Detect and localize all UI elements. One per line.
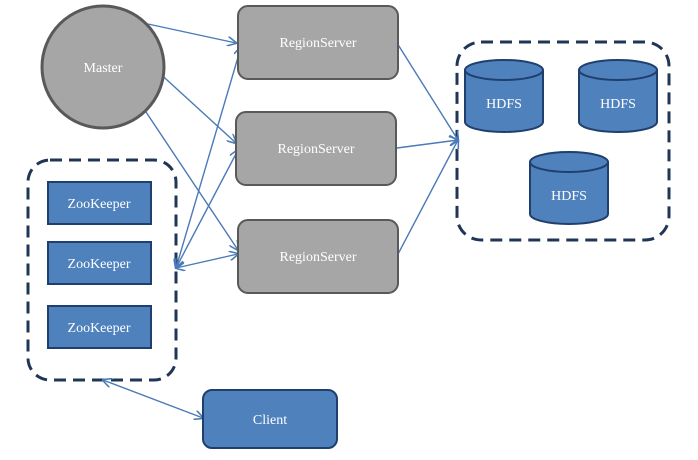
zookeeper-label: ZooKeeper [68, 321, 131, 336]
hdfs-label: HDFS [600, 97, 636, 112]
region-server-label: RegionServer [278, 142, 355, 157]
master-node: Master [40, 4, 166, 130]
arrow-zk-rs2 [176, 150, 238, 268]
zookeeper-node: ZooKeeper [47, 181, 152, 225]
client-label: Client [253, 413, 287, 428]
hdfs-label: HDFS [551, 189, 587, 204]
arrow-rs3-hdfs [396, 140, 458, 257]
region-server-node: RegionServer [235, 111, 397, 186]
arrow-master-rs1 [147, 23, 236, 43]
connectors [103, 23, 458, 418]
master-label: Master [84, 61, 123, 76]
client-node: Client [202, 389, 338, 449]
hdfs-cylinder: HDFS [529, 151, 609, 225]
hdfs-cylinder: HDFS [464, 59, 544, 133]
arrow-rs2-hdfs [396, 140, 458, 149]
region-server-label: RegionServer [280, 36, 357, 51]
zookeeper-node: ZooKeeper [47, 305, 152, 349]
hdfs-cylinder: HDFS [578, 59, 658, 133]
region-server-node: RegionServer [237, 219, 399, 294]
hdfs-label: HDFS [486, 97, 522, 112]
zookeeper-node: ZooKeeper [47, 241, 152, 285]
arrow-rs1-hdfs [396, 42, 458, 140]
zookeeper-label: ZooKeeper [68, 197, 131, 212]
zookeeper-label: ZooKeeper [68, 257, 131, 272]
region-server-label: RegionServer [280, 250, 357, 265]
arrow-zk-rs3 [176, 254, 238, 268]
region-server-node: RegionServer [237, 5, 399, 80]
arrow-zk-rs1 [176, 47, 241, 268]
arrow-client-zk [103, 380, 203, 418]
